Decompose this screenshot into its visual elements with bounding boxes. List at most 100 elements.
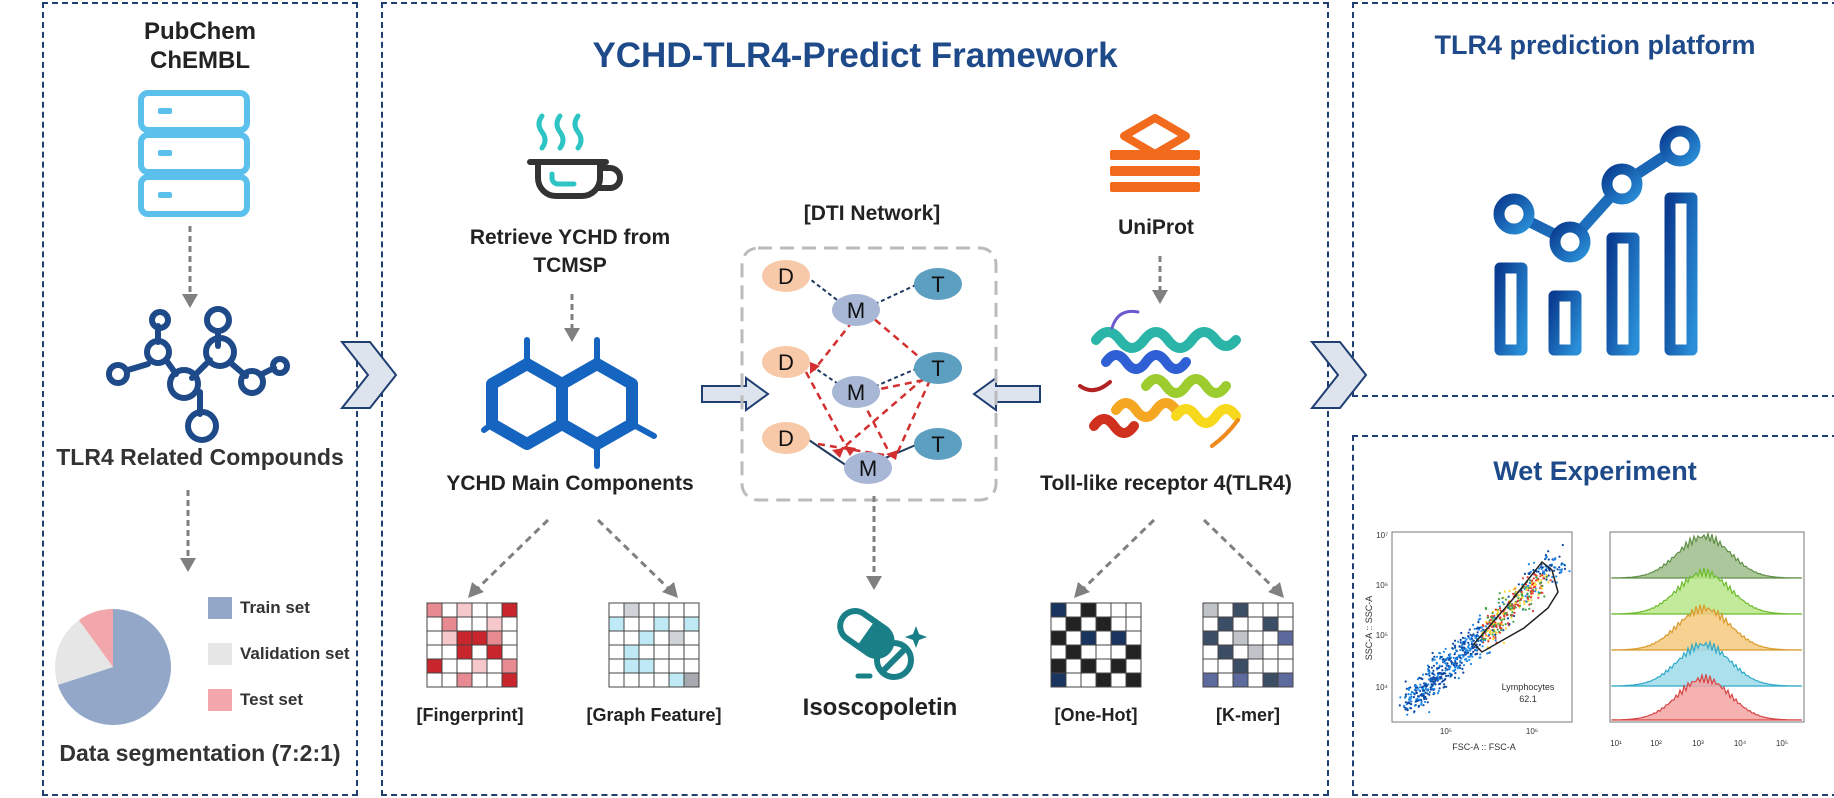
k-mer-cell (1277, 630, 1294, 646)
one-hot-cell (1125, 616, 1142, 632)
fingerprint-cell (441, 672, 458, 688)
arrow-down-left-2 (180, 490, 196, 572)
scatter-ylabel: SSC-A :: SSC-A (1364, 596, 1374, 661)
k-mer-cell (1217, 602, 1234, 618)
scatter-xtick-1: 10⁵ (1440, 727, 1452, 736)
k-mer-cell (1262, 630, 1279, 646)
chevron-right-icon-1 (339, 341, 398, 409)
fingerprint-cell (456, 630, 473, 646)
histogram-layer (1611, 567, 1803, 615)
fingerprint-cell (426, 672, 443, 688)
dti-label-d2: D (778, 350, 794, 375)
arrow-down-left-1 (182, 226, 198, 308)
pie-slice-test (78, 609, 113, 667)
arrow-down-retrieve (564, 294, 580, 342)
growth-chart-icon (1476, 125, 1726, 358)
flow-scatter-plot: 10⁷ 10⁶ 10⁵ 10⁴ 10⁵ 10⁶ FSC-A :: FSC-A S… (1364, 531, 1573, 752)
legend-label-test: Test set (240, 690, 303, 709)
one-hot-cell (1110, 616, 1127, 632)
ychd-main-components-label: YCHD Main Components (446, 472, 694, 495)
one-hot-cell (1080, 630, 1097, 646)
k-mer-cell (1202, 602, 1219, 618)
fingerprint-cell (486, 658, 503, 674)
k-mer-cell (1217, 658, 1234, 674)
prediction-platform-title: TLR4 prediction platform (1434, 30, 1756, 60)
uniprot-label: UniProt (1118, 216, 1194, 239)
fingerprint-cell (501, 672, 518, 688)
fingerprint-cell (501, 602, 518, 618)
hist-xtick-5: 10⁵ (1776, 739, 1788, 748)
hist-xtick-1: 10¹ (1610, 739, 1622, 748)
wet-experiment-panel (1352, 435, 1834, 796)
k-mer-cell (1247, 616, 1264, 632)
k-mer-cell (1247, 672, 1264, 688)
dti-node-m1 (832, 294, 880, 326)
block-arrow-right (701, 376, 770, 412)
isoscopoletin-label: Isoscopoletin (802, 694, 958, 721)
scatter-ytick-2: 10⁶ (1376, 581, 1388, 590)
one-hot-cell (1050, 616, 1067, 632)
graph-feature-matrix (608, 602, 700, 688)
dti-node-t1 (914, 268, 962, 300)
molecule-icon (106, 306, 290, 443)
dti-node-d1 (762, 260, 810, 292)
scatter-ytick-3: 10⁵ (1376, 631, 1388, 640)
dti-label-m3: M (859, 456, 877, 481)
one-hot-cell (1050, 644, 1067, 660)
one-hot-cell (1050, 672, 1067, 688)
one-hot-cell (1110, 658, 1127, 674)
ychd-structure-icon (481, 337, 657, 469)
one-hot-cell (1065, 644, 1082, 660)
dti-node-d2 (762, 346, 810, 378)
dti-label-t2: T (931, 356, 944, 381)
fingerprint-cell (486, 602, 503, 618)
arrows-to-drug-features (468, 518, 678, 598)
one-hot-cell (1065, 602, 1082, 618)
one-hot-label: [One-Hot] (1054, 705, 1138, 725)
k-mer-cell (1262, 658, 1279, 674)
graph-feature-cell (653, 644, 670, 660)
fingerprint-cell (501, 630, 518, 646)
fingerprint-cell (456, 602, 473, 618)
graph-feature-cell (653, 658, 670, 674)
one-hot-cell (1095, 602, 1112, 618)
tlr4-receptor-label: Toll-like receptor 4(TLR4) (1040, 472, 1292, 495)
k-mer-cell (1232, 672, 1249, 688)
wet-experiment-title: Wet Experiment (1493, 456, 1697, 486)
graph-feature-cell (623, 630, 640, 646)
k-mer-cell (1232, 602, 1249, 618)
one-hot-cell (1050, 630, 1067, 646)
fingerprint-cell (441, 602, 458, 618)
k-mer-matrix (1202, 602, 1294, 688)
graph-feature-cell (638, 630, 655, 646)
dti-label-m1: M (847, 298, 865, 323)
one-hot-cell (1110, 644, 1127, 660)
dti-node-d3 (762, 422, 810, 454)
k-mer-cell (1217, 644, 1234, 660)
one-hot-cell (1080, 658, 1097, 674)
uniprot-logo-icon (1110, 114, 1200, 192)
block-arrow-left (972, 376, 1041, 412)
fingerprint-cell (426, 616, 443, 632)
one-hot-cell (1125, 672, 1142, 688)
arrows-to-protein-features (1074, 518, 1284, 598)
graph-feature-cell (653, 602, 670, 618)
graph-feature-cell (683, 644, 700, 660)
dti-label-d3: D (778, 426, 794, 451)
legend-swatch-test (208, 689, 232, 711)
k-mer-cell (1217, 616, 1234, 632)
k-mer-cell (1277, 672, 1294, 688)
graph-feature-cell (653, 630, 670, 646)
hist-xtick-3: 10³ (1692, 739, 1704, 748)
k-mer-cell (1262, 644, 1279, 660)
k-mer-cell (1247, 658, 1264, 674)
graph-feature-cell (638, 672, 655, 688)
scatter-xlabel: FSC-A :: FSC-A (1452, 742, 1516, 752)
one-hot-cell (1080, 644, 1097, 660)
one-hot-cell (1110, 602, 1127, 618)
fingerprint-cell (501, 644, 518, 660)
one-hot-cell (1050, 602, 1067, 618)
tlr4-related-compounds-label: TLR4 Related Compounds (56, 444, 344, 470)
graph-feature-cell (608, 616, 625, 632)
dti-node-t3 (914, 428, 962, 460)
